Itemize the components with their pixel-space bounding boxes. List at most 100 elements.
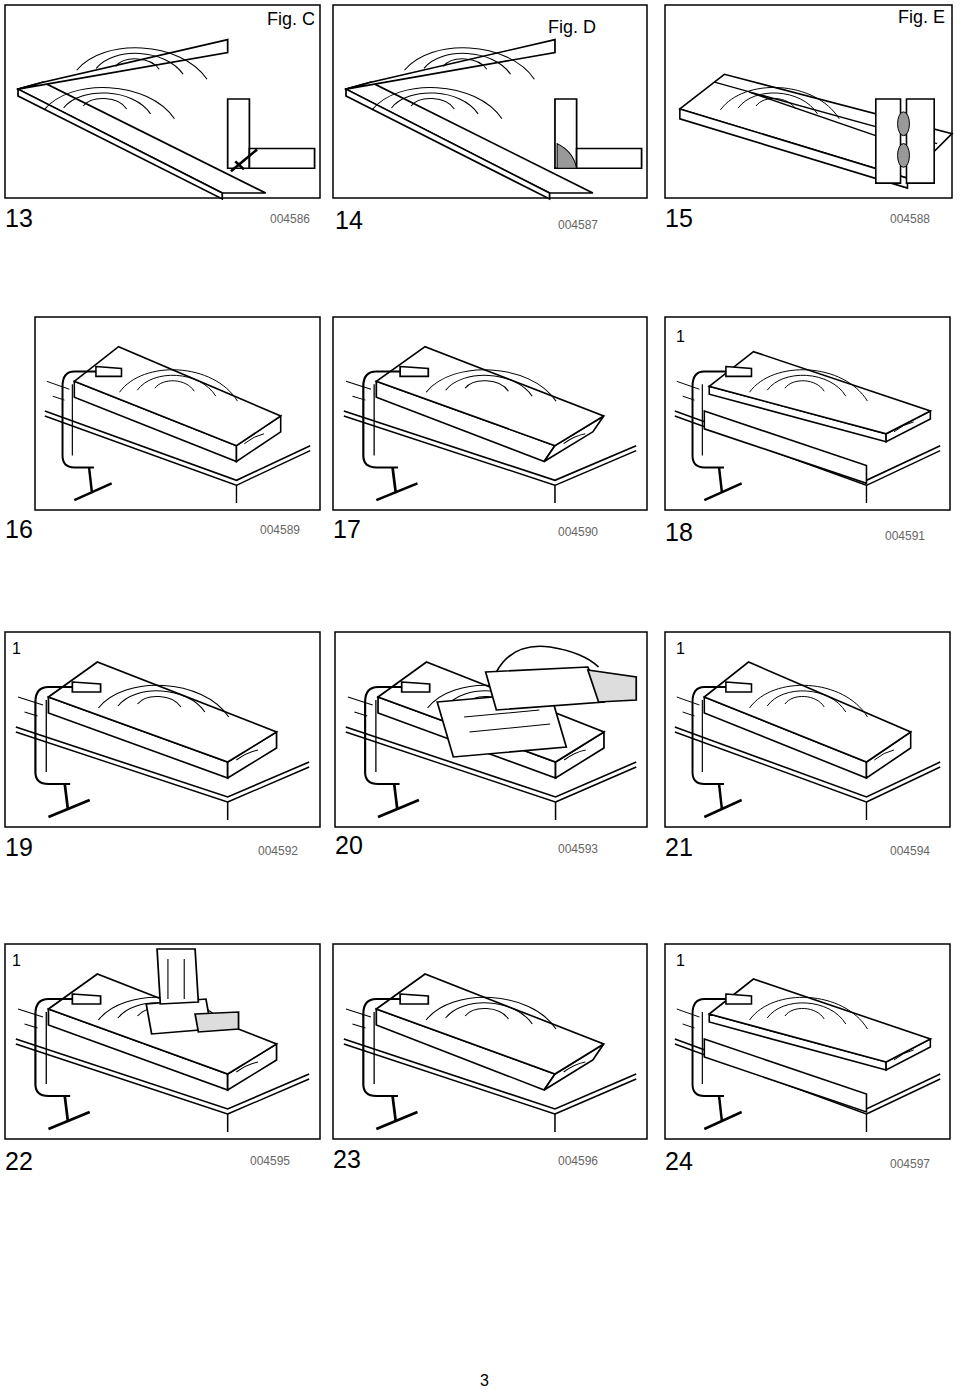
drawing-line [785,696,824,707]
drawing-line [426,997,556,1029]
figure-frame [333,317,647,510]
drawing-line [693,687,734,784]
figure-drawing [346,646,636,820]
board-face [704,662,910,762]
board-face [588,670,636,702]
drawing-line [236,451,310,486]
board-face [74,347,280,446]
drawing-line [404,48,534,79]
drawing-line [750,685,868,717]
board-face [376,974,603,1074]
image-code: 004592 [258,845,298,858]
drawing-line [376,1112,417,1129]
drawing-line [785,381,824,391]
image-code: 004595 [250,1155,290,1168]
figure-frame [5,944,320,1139]
board-face [195,1012,238,1032]
drawing-line [719,467,722,493]
drawing-line [72,384,73,455]
drawing-line [74,483,111,500]
board-face [709,979,930,1062]
image-code: 004596 [558,1155,598,1168]
figure-number: 14 [335,207,363,235]
page-number: 3 [480,1372,489,1390]
drawing-line [785,1008,824,1019]
figure-drawing [675,352,940,503]
figure-drawing [16,949,309,1132]
figure-frame [665,944,950,1139]
drawing-line [391,93,478,114]
drawing-line [767,1003,846,1024]
drawing-line [375,700,376,772]
drawing-line [228,767,309,802]
figure-drawing [680,74,952,188]
drawing-line [677,697,700,716]
drawing-line [704,800,741,817]
board-face [96,366,122,376]
drawing-line [866,1079,940,1114]
drawing-line [750,997,868,1029]
image-code: 004597 [890,1158,930,1171]
drawing-line [96,53,183,74]
figure-number: 18 [665,519,693,547]
board-face [249,149,314,169]
image-code: 004589 [260,524,300,537]
figure-frame [5,632,320,827]
board-face [18,40,228,89]
drawing-line [231,150,257,172]
drawing-line [411,98,454,108]
drawing-line [46,700,47,772]
biscuit-symbol [898,144,910,168]
drawing-line [424,53,511,74]
image-code: 004588 [890,213,930,226]
drawing-line [373,1012,374,1084]
board-face [48,662,276,762]
drawing-line [693,371,734,467]
drawing-line [83,98,126,108]
figure-number: 24 [665,1148,693,1176]
drawing-line [702,1012,703,1084]
figure-frame [333,5,647,198]
image-code: 004591 [885,530,925,543]
board-face [346,82,593,193]
drawing-line [866,767,940,802]
board-face [376,347,603,446]
drawing-line [719,1096,722,1122]
figure-number: 19 [5,834,33,862]
drawing-line [496,646,598,672]
drawing-line [77,48,207,79]
drawing-line [446,375,533,396]
drawing-line [564,750,586,760]
drawing-line [64,93,151,114]
drawing-line [767,375,846,396]
drawing-line [738,93,817,114]
drawing-line [714,82,937,153]
figure-title: Fig. C [267,10,315,30]
board-face [709,352,930,434]
drawing-line [18,697,43,716]
figure-drawing [16,662,309,820]
board-face [72,682,100,692]
drawing-line [98,685,228,717]
drawing-line [426,370,556,401]
figure-number: 22 [5,1148,33,1176]
drawing-line [46,1012,47,1084]
figure-title: Fig. D [548,18,596,38]
drawing-line [348,697,373,716]
board-face [726,994,752,1004]
drawing-line [693,999,734,1096]
drawing-line [874,750,894,760]
drawing-line [446,1003,533,1024]
board-face [18,82,266,193]
drawing-line [116,59,159,69]
image-code: 004590 [558,526,598,539]
drawing-line [346,381,371,400]
drawing-line [677,381,700,400]
drawing-line [138,696,181,707]
drawing-line [47,381,70,400]
drawing-line [44,87,174,118]
drawing-line [236,1062,258,1072]
drawing-line [555,451,636,486]
drawing-line [719,784,722,810]
